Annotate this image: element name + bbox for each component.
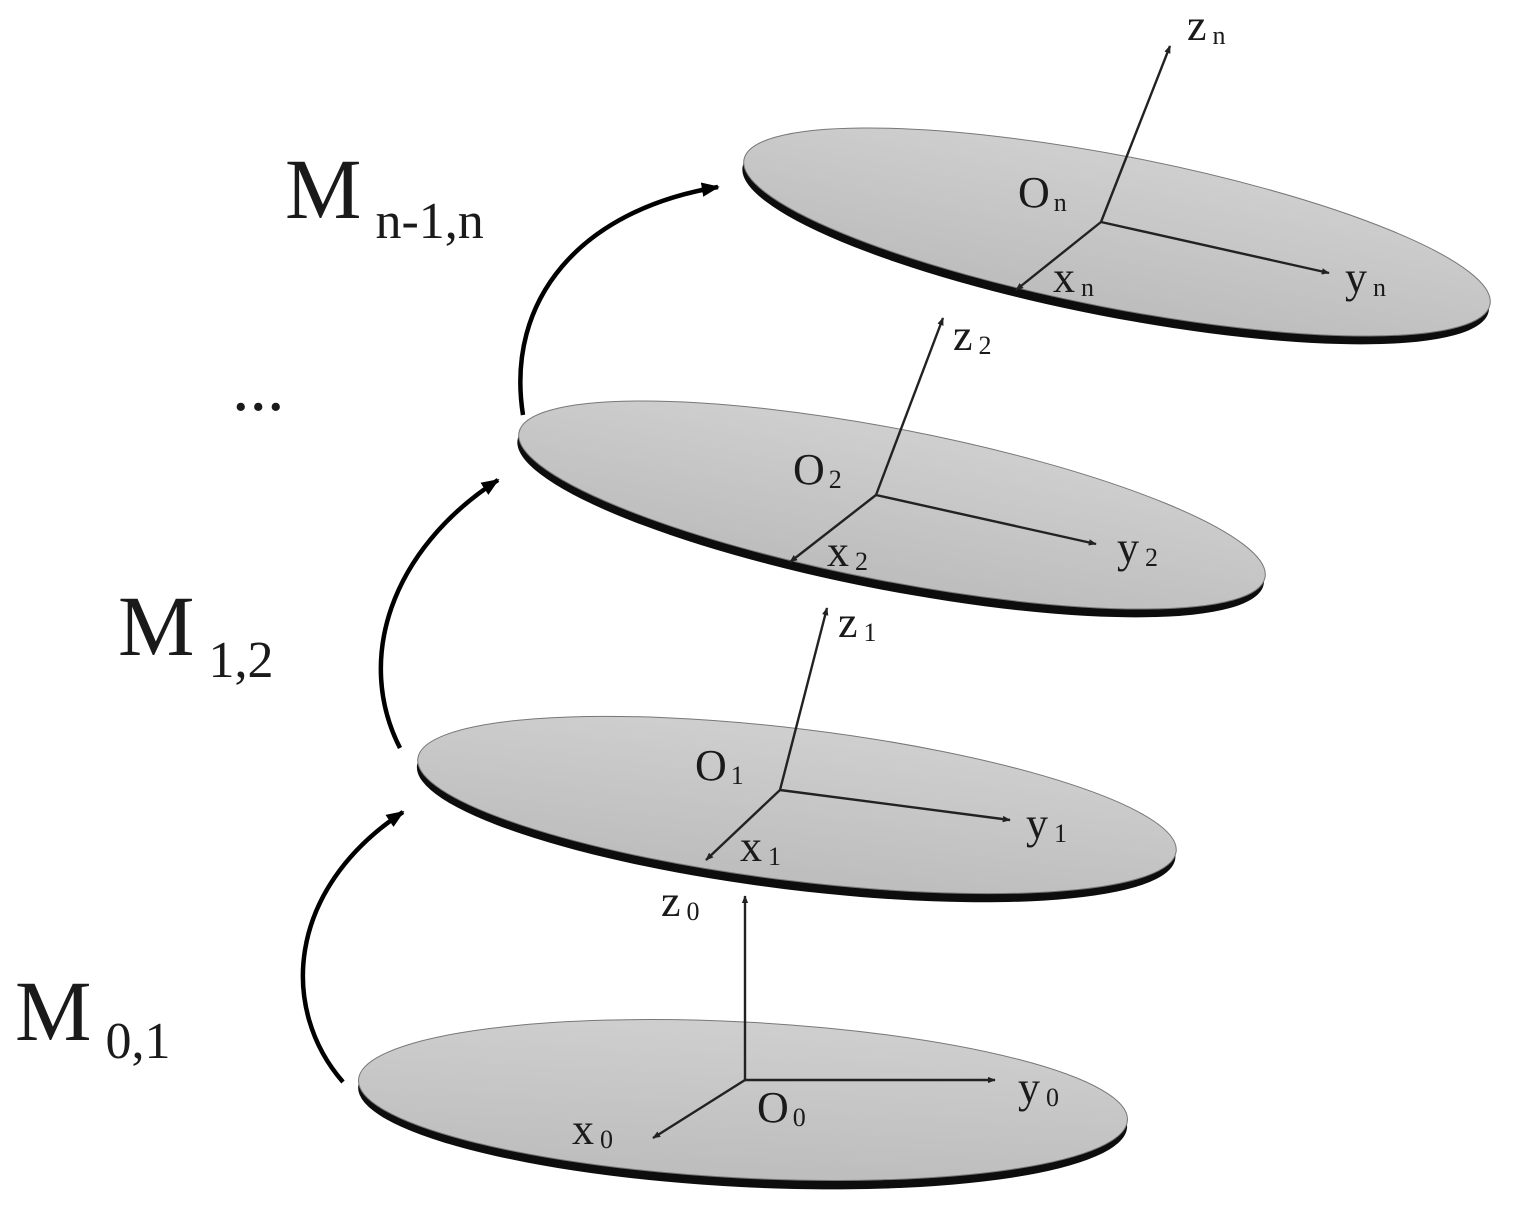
z1-axis: [778, 607, 829, 791]
axes-frame-n: [1015, 45, 1330, 291]
transform-arrow-1-2: [378, 478, 500, 750]
axes-frame-0: [652, 895, 996, 1140]
yn-axis: [1100, 220, 1330, 275]
y1-axis: [779, 788, 1011, 823]
disc-1-surface: [417, 715, 1177, 895]
transform-arrow-2-n: [518, 182, 720, 416]
zn-axis: [1099, 45, 1172, 223]
disc-2-surface: [518, 400, 1266, 610]
transform-arrow-0-1: [300, 810, 405, 1084]
disc-0-surface: [358, 1019, 1128, 1181]
axes-frame-1: [705, 607, 1011, 861]
disc-1: [416, 715, 1177, 903]
axes-frame-2: [789, 317, 1097, 563]
y2-axis: [875, 493, 1097, 546]
x1-axis: [705, 789, 781, 861]
disc-0: [358, 1019, 1128, 1190]
disc-n: [742, 127, 1491, 345]
disc-2: [517, 400, 1266, 618]
disc-n-surface: [743, 127, 1491, 337]
x2-axis: [789, 494, 877, 563]
xn-axis: [1015, 221, 1102, 291]
ellipsis: ...: [232, 349, 285, 426]
x0-axis: [652, 1078, 746, 1140]
z2-axis: [874, 317, 945, 496]
